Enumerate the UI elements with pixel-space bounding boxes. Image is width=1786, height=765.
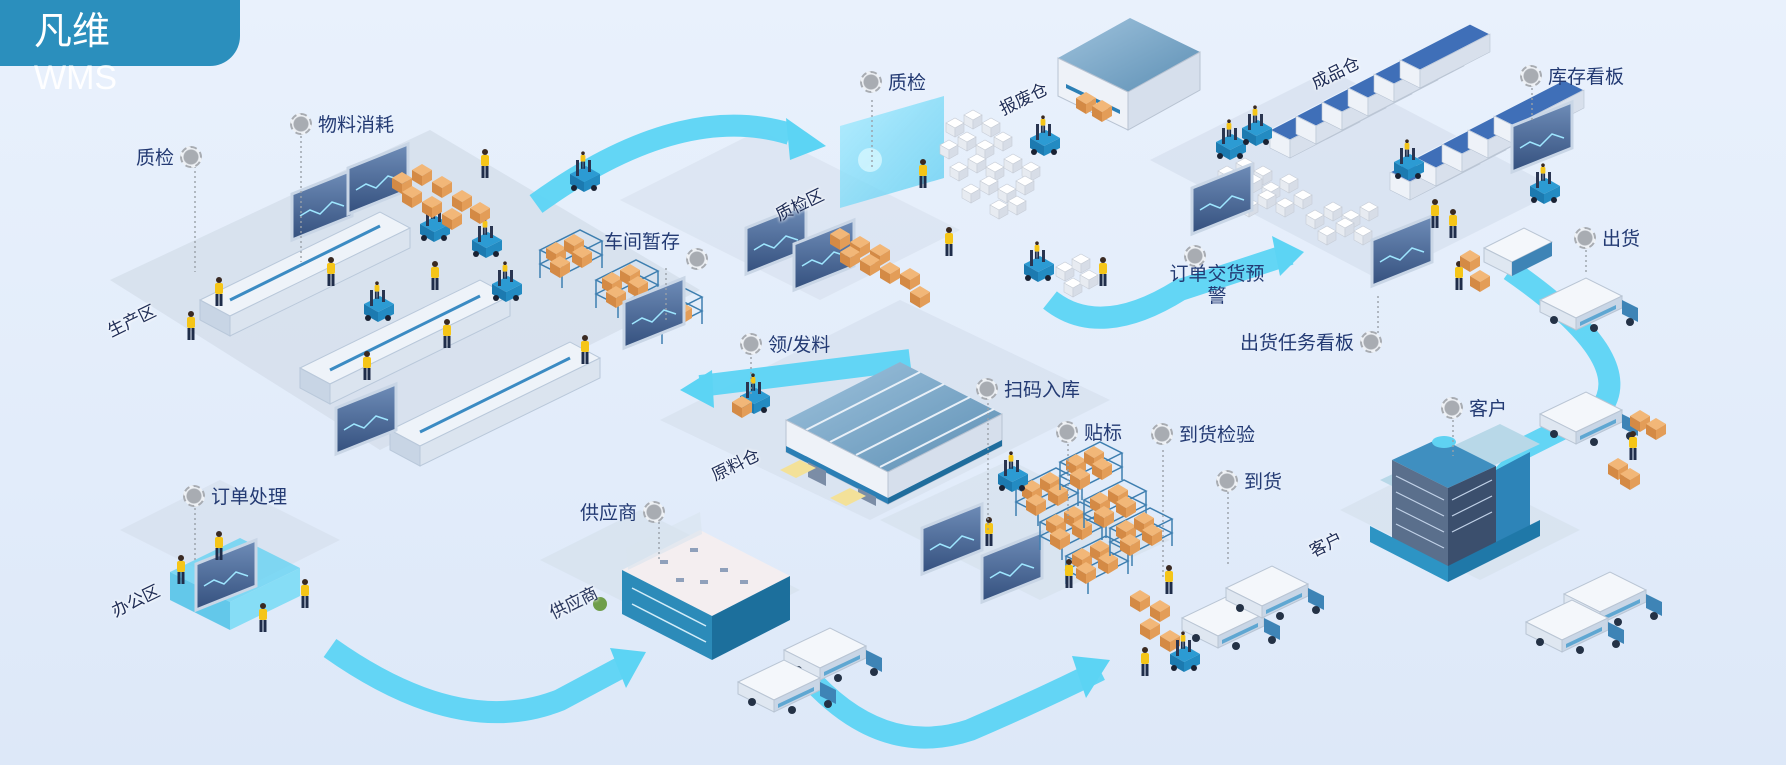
customer-building [1370, 424, 1540, 582]
callout-labeling: 贴标 [1056, 418, 1128, 445]
callout-shipment: 出货 [1574, 224, 1646, 251]
callout-order-alert: 订单交货预警 [1162, 264, 1272, 308]
callout-label: 出货任务看板 [1240, 333, 1355, 354]
callout-label: 库存看板 [1548, 67, 1625, 88]
scrap-warehouse-building [1057, 18, 1201, 131]
marker-dot-icon [183, 484, 205, 507]
marker-dot-icon [860, 70, 882, 93]
marker-dot-icon [1441, 396, 1463, 419]
callout-label: 订单交货预警 [1169, 264, 1265, 307]
callout-label: 贴标 [1084, 423, 1123, 444]
wbox-stack [939, 109, 1041, 220]
marker-dot-icon [740, 332, 762, 355]
marker-dot-icon [1151, 422, 1173, 445]
raw-warehouse-building [732, 362, 1003, 506]
callout-order-processing: 订单处理 [183, 482, 293, 509]
callout-workshop-staging: 车间暂存 [598, 232, 709, 272]
callout-issue-material: 领/发料 [740, 330, 836, 357]
callout-label: 出货 [1602, 229, 1641, 250]
marker-dot-icon [686, 247, 709, 270]
marker-dot-icon [1056, 420, 1078, 443]
production-floor [187, 142, 702, 467]
callout-shipping-board: 出货任务看板 [1234, 328, 1383, 355]
marker-dot-icon [1574, 226, 1596, 249]
callout-arrival: 到货 [1216, 467, 1288, 494]
callout-label: 质检 [888, 73, 927, 94]
finished-warehouse [1190, 23, 1585, 292]
brand-logo: 凡维 WMS [0, 0, 240, 96]
callout-label: 领/发料 [768, 335, 831, 356]
marker-dot-icon [180, 145, 203, 168]
callout-scan-inbound: 扫码入库 [976, 375, 1086, 402]
callout-supplier: 供应商 [574, 498, 666, 525]
marker-dot-icon [1520, 64, 1542, 87]
production-line [198, 211, 602, 467]
callout-label: 物料消耗 [318, 115, 395, 136]
callout-label: 客户 [1469, 399, 1508, 420]
callout-label: 到货 [1244, 472, 1283, 493]
callout-label: 质检 [136, 148, 175, 169]
callout-material-consume: 物料消耗 [290, 110, 400, 137]
marker-dot-icon [1184, 245, 1206, 267]
supplier-building [593, 512, 883, 715]
callout-qc-left: 质检 [130, 143, 203, 170]
callout-qc-top: 质检 [860, 68, 932, 95]
flow-arrows [323, 114, 1621, 749]
brand-product: WMS [34, 59, 118, 97]
callout-customer: 客户 [1441, 394, 1513, 421]
callout-label: 订单处理 [211, 487, 288, 508]
brand-name: 凡维 [34, 11, 111, 53]
holo-screen [840, 96, 944, 208]
marker-dot-icon [1360, 330, 1383, 353]
wbox-pallet-2 [1055, 253, 1099, 298]
marker-dot-icon [643, 500, 666, 523]
callout-inventory-board: 库存看板 [1520, 62, 1630, 89]
marker-dot-icon [976, 377, 998, 400]
van [1482, 227, 1554, 277]
marker-dot-icon [290, 112, 312, 135]
marker-dot-icon [1216, 469, 1238, 492]
qc-area [744, 96, 1107, 308]
callout-label: 扫码入库 [1004, 380, 1081, 401]
callout-label: 到货检验 [1179, 425, 1256, 446]
callout-label: 车间暂存 [604, 232, 681, 253]
callout-arrival-inspection: 到货检验 [1151, 420, 1261, 447]
callout-label: 供应商 [580, 503, 638, 524]
office-area [170, 531, 309, 632]
